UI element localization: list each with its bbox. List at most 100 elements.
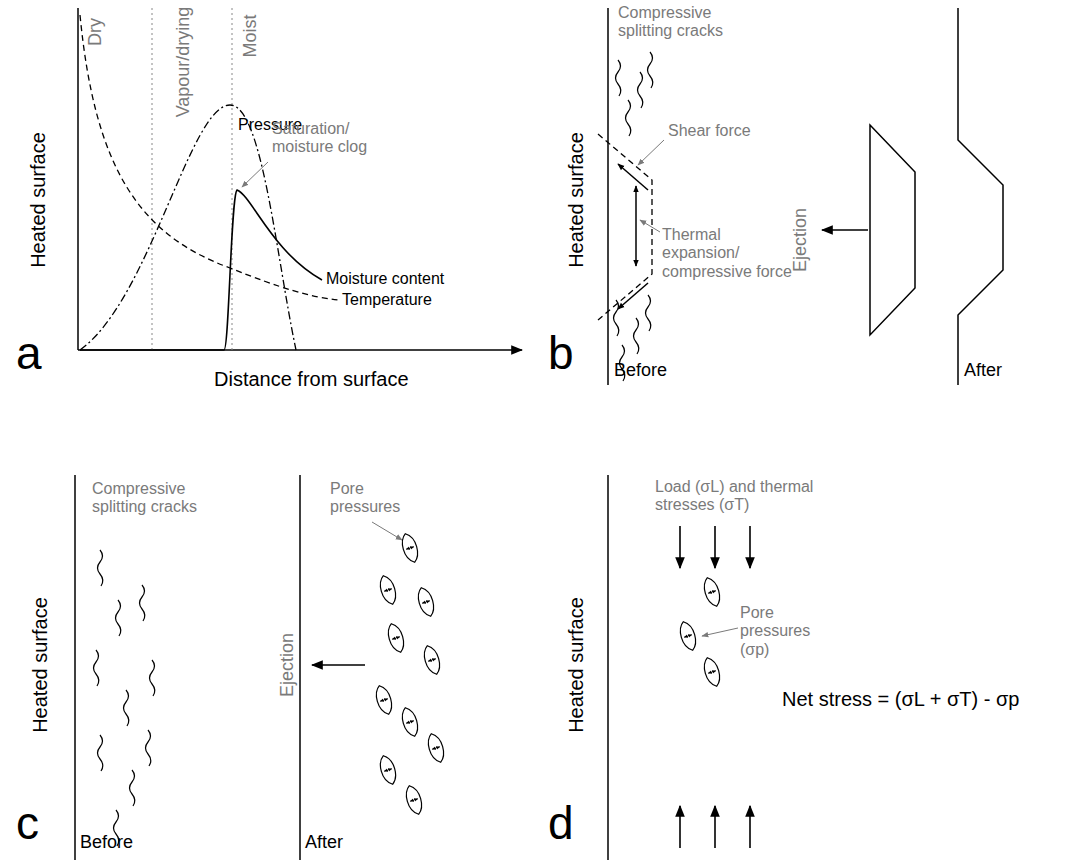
ejected-fragment (870, 125, 915, 335)
pressure-arrow (392, 637, 400, 639)
annotation-label: Before (614, 360, 667, 381)
panel-letter: b (548, 330, 574, 376)
pore-outline (701, 656, 723, 689)
leader-line (242, 162, 268, 187)
axis-label: Vapour/drying (173, 7, 194, 118)
pore-lens (701, 576, 723, 609)
pressure-arrow (406, 721, 414, 723)
heated-surface-line (299, 475, 301, 860)
panel-c (75, 475, 402, 860)
load-arrow (749, 806, 751, 848)
pore-outline (373, 684, 395, 717)
axis-label: Dry (85, 18, 106, 46)
shear-arrow (618, 283, 648, 309)
zone-divider (232, 8, 233, 350)
crack-stroke (648, 52, 653, 88)
pore-outline (425, 732, 447, 765)
pore-lens (373, 684, 395, 717)
moisture-curve (80, 190, 322, 350)
compressive-arrow (635, 186, 637, 266)
crack-stroke (116, 600, 121, 636)
annotation-label: After (964, 360, 1002, 381)
pressure-arrow (380, 699, 388, 701)
pore-lens (385, 622, 407, 655)
heated-surface-line (607, 8, 609, 385)
pore-outline (399, 532, 421, 565)
annotation-label: Before (80, 832, 133, 853)
annotation-label: Net stress = (σL + σT) - σp (782, 688, 1019, 711)
pressure-arrow (384, 589, 392, 591)
pore-lens (377, 754, 399, 787)
annotation-label: Thermal expansion/ compressive force (662, 226, 792, 281)
crack-stroke (638, 72, 643, 108)
pore-lens (701, 656, 723, 689)
load-arrow (679, 526, 681, 568)
ejection-arrow (312, 664, 365, 666)
crack-stroke (146, 730, 151, 766)
pore-outline (377, 754, 399, 787)
pressure-arrow (708, 591, 716, 593)
panel-letter: d (548, 800, 574, 846)
axis-label: Heated surface (565, 132, 588, 268)
annotation-label: Compressive splitting cracks (92, 480, 212, 517)
leader-line (638, 140, 664, 165)
pore-outline (421, 644, 443, 677)
heated-surface-line (74, 475, 76, 860)
load-arrow (679, 806, 681, 848)
axis-label: Ejection (277, 633, 298, 697)
annotation-label: Compressive splitting cracks (618, 4, 738, 41)
pressure-curve (80, 105, 296, 350)
crack-stroke (616, 60, 621, 96)
crack-stroke (98, 735, 103, 771)
pore-outline (701, 576, 723, 609)
pore-outline (677, 620, 699, 653)
pore-lens (415, 586, 437, 619)
y-axis (77, 8, 79, 350)
pore-outline (403, 784, 425, 817)
panel-d (608, 475, 738, 860)
pressure-arrow (432, 747, 440, 749)
crack-stroke (626, 100, 631, 136)
axis-label: Moist (240, 14, 261, 57)
generated-strokes (94, 52, 751, 848)
panel-b (598, 8, 1003, 385)
load-arrow (714, 526, 716, 568)
crack-stroke (634, 318, 639, 354)
pore-lens (425, 732, 447, 765)
crack-stroke (140, 585, 145, 621)
annotation-label: Load (σL) and thermal stresses (σT) (655, 478, 835, 515)
axis-label: Heated surface (565, 597, 588, 733)
zone-divider (152, 8, 153, 350)
axis-label: Ejection (790, 208, 811, 272)
pore-lens (399, 706, 421, 739)
pressure-arrow (708, 671, 716, 673)
annotation-label: Pore pressures (330, 480, 410, 517)
annotation-label: Pore pressures (σp) (740, 604, 830, 659)
crack-stroke (130, 770, 135, 806)
annotation-label: Temperature (342, 291, 432, 309)
crack-stroke (98, 550, 103, 586)
annotation-label: Moisture content (326, 270, 444, 288)
pore-outline (415, 586, 437, 619)
pressure-arrow (410, 799, 418, 801)
pore-lens (421, 644, 443, 677)
pore-lens (403, 784, 425, 817)
annotation-label: After (305, 832, 343, 853)
leader-line (372, 522, 402, 540)
shear-arrow (618, 164, 648, 190)
load-arrow (749, 526, 751, 568)
axis-label: Heated surface (29, 597, 52, 733)
pore-lens (677, 620, 699, 653)
annotation-label: Saturation/ moisture clog (272, 120, 382, 157)
panel-letter: c (16, 800, 39, 846)
annotation-label: Distance from surface (214, 368, 409, 391)
crack-stroke (150, 660, 155, 696)
ejection-arrow (822, 229, 868, 231)
crack-stroke (646, 295, 651, 331)
spalled-surface-line (958, 8, 1003, 385)
spall-outline (598, 134, 652, 320)
panel-letter: a (16, 330, 42, 376)
annotation-label: Shear force (668, 122, 751, 140)
leader-line (702, 628, 738, 636)
